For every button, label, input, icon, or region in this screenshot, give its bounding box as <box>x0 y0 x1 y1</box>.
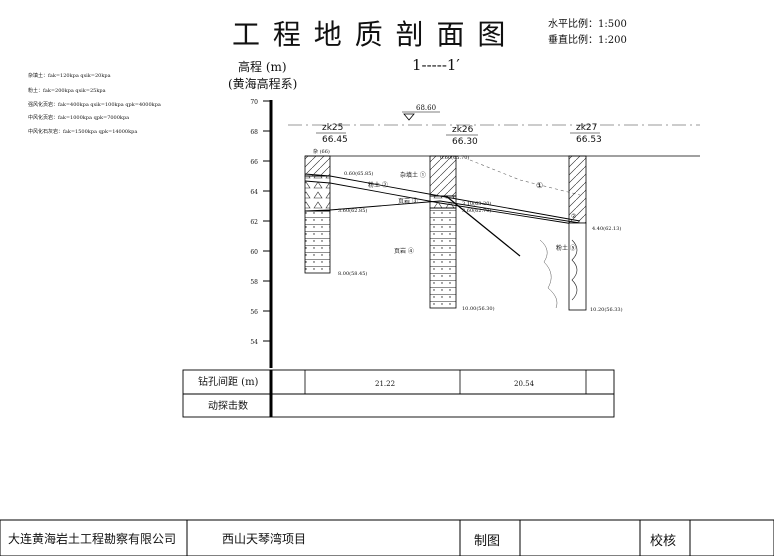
legend-note: 中风化石灰岩：fak=1500kpa qpk=14000kpa <box>28 128 137 135</box>
layer-label: 杂填土 ① <box>400 171 426 179</box>
strata-hatch <box>539 239 558 309</box>
spacing-value: 21.22 <box>375 380 395 388</box>
legend-note: 杂填土：fak=120kpa qsik=20kpa <box>28 72 111 79</box>
elevation-label: 高程 (m) <box>238 59 287 74</box>
elevation-system-label: (黄海高程系) <box>228 76 297 91</box>
water-level-value: 68.60 <box>416 104 436 112</box>
drawing-title: 工 程 地 质 剖 面 图 <box>232 18 507 51</box>
legend-note: 中风化页岩：fak=1000kpa qpk=7000kpa <box>28 114 129 121</box>
drawn-by-label: 制图 <box>474 534 500 549</box>
vertical-scale: 垂直比例：1:200 <box>548 33 627 46</box>
spacing-value: 20.54 <box>514 380 535 388</box>
axis-tick-label: 68 <box>250 129 258 136</box>
borehole-zk25: zk25 66.45 杂 (66) 0.60(65.85) 3.60(62.85… <box>304 123 373 277</box>
table-row-label: 钻孔间距 (m) <box>198 375 259 388</box>
borehole-zk26: zk26 66.30 0.60(65.70) 3.10(63.20) 3.60(… <box>429 125 495 312</box>
section-id: 1-----1′ <box>412 56 460 74</box>
borehole-id: zk25 <box>322 123 343 133</box>
axis-tick-label: 60 <box>250 249 258 256</box>
depth-label: 10.20(56.33) <box>590 306 623 313</box>
depth-label: 8.00(58.45) <box>338 270 367 277</box>
water-level-marker: 68.60 <box>288 104 700 126</box>
layer-label: ① <box>536 181 543 190</box>
layer-label: 页岩 ④ <box>394 247 414 255</box>
legend-note: 粉土：fak=200kpa qsik=25kpa <box>28 87 106 94</box>
depth-label: 10.00(56.30) <box>462 305 495 312</box>
legend-notes: 杂填土：fak=120kpa qsik=20kpa 粉土：fak=200kpa … <box>28 72 161 135</box>
title-block: 大连黄海岩土工程勘察有限公司 西山天琴湾项目 制图 校核 <box>0 519 774 556</box>
borehole-elevation: 66.53 <box>576 135 602 145</box>
borehole-column <box>304 210 331 274</box>
elevation-axis: 70 68 66 64 62 60 58 56 54 <box>250 99 273 368</box>
axis-tick-label: 62 <box>250 219 258 226</box>
axis-tick-label: 70 <box>250 99 258 106</box>
table-row-label: 动探击数 <box>208 399 248 412</box>
spacing-table: 钻孔间距 (m) 动探击数 21.22 20.54 <box>182 369 615 418</box>
borehole-column <box>304 155 331 177</box>
axis-tick-label: 64 <box>250 189 258 196</box>
borehole-elevation: 66.45 <box>322 135 348 145</box>
strata-hatch <box>571 239 578 301</box>
axis-tick-label: 56 <box>250 309 258 316</box>
borehole-id: zk26 <box>452 125 474 135</box>
borehole-column <box>429 195 457 209</box>
borehole-id: zk27 <box>576 123 597 133</box>
borehole-elevation: 66.30 <box>452 137 478 147</box>
depth-label: 0.60(65.85) <box>344 170 373 177</box>
axis-tick-label: 58 <box>250 279 258 286</box>
borehole-zk27: zk27 66.53 4.40(62.13) 10.20(56.33) <box>539 123 623 313</box>
legend-note: 强风化页岩：fak=400kpa qsik=100kpa qpk=4000kpa <box>28 101 161 108</box>
borehole-top-label: 杂 (66) <box>313 148 330 155</box>
company-name: 大连黄海岩土工程勘察有限公司 <box>8 531 176 546</box>
depth-label: 4.40(62.13) <box>592 225 621 232</box>
borehole-column <box>304 175 331 212</box>
layer-label: 页岩 ③ <box>398 197 418 205</box>
depth-label: 3.60(62.85) <box>338 207 367 214</box>
borehole-column <box>429 207 457 309</box>
borehole-column <box>568 222 587 311</box>
axis-tick-label: 66 <box>250 159 258 166</box>
layer-label: 粉土 ② <box>368 181 388 189</box>
strata-hatch <box>469 159 581 196</box>
horizontal-scale: 水平比例：1:500 <box>548 17 627 30</box>
fault-line <box>445 195 521 257</box>
borehole-top-label: 0.60(65.70) <box>440 154 469 161</box>
layer-label: 粉土 ⑤ <box>556 244 576 252</box>
water-level-triangle-icon <box>403 113 415 121</box>
depth-label: 3.10(63.20) <box>462 200 491 207</box>
layer-label: ② <box>571 213 576 220</box>
project-name: 西山天琴湾项目 <box>222 531 306 546</box>
axis-tick-label: 54 <box>250 339 258 346</box>
depth-label: 3.60(62.70) <box>462 207 491 214</box>
borehole-column <box>429 155 457 197</box>
checked-by-label: 校核 <box>650 533 676 549</box>
